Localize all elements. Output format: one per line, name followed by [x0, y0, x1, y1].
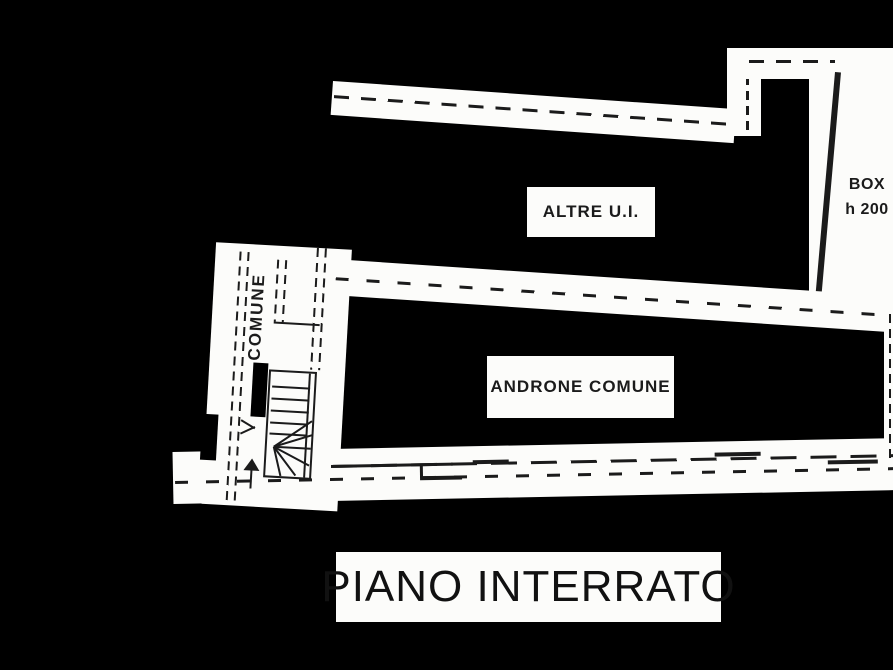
stair-direction-mark-stroke [239, 425, 256, 435]
stairwell-door-jamb-left-line [273, 259, 280, 322]
boundary-thick-segment [827, 459, 878, 465]
stairwell-right-wall-inner-line [310, 247, 319, 370]
boundary-upper-band [330, 81, 737, 144]
room-box-label: BOX [848, 176, 886, 193]
wall-line-right-edge [889, 314, 891, 460]
plan-title: PIANO INTERRATO [321, 562, 736, 611]
dashed-road-line-lower [175, 467, 893, 484]
stairwell-comune-label: COMUNE [244, 272, 269, 362]
dashed-wall-line-upper [333, 95, 730, 126]
stair-tread [271, 397, 310, 402]
room-androne-label: ANDRONE COMUNE [490, 377, 671, 396]
boundary-thick-segment [472, 459, 509, 465]
boundary-step-segment [420, 475, 463, 481]
dashed-wall-line-androne [335, 277, 891, 318]
wall-connector-line [746, 61, 749, 131]
stairwell-right-wall-outer-line [318, 248, 327, 371]
room-box-label-group: BOX h 200 [843, 172, 891, 222]
room-altre-ui-label: ALTRE U.I. [542, 202, 640, 221]
plan-title-box: PIANO INTERRATO [321, 552, 735, 622]
room-box: BOX h 200 [809, 68, 893, 318]
room-androne-label-box: ANDRONE COMUNE [487, 356, 674, 418]
room-box-height-label: h 200 [845, 201, 889, 218]
dashed-wall-line-topright [749, 60, 835, 63]
stair-direction-mark-icon [239, 419, 258, 435]
box-wall-line [813, 72, 841, 317]
stair-base-wall-line [332, 462, 453, 468]
stair-tread [272, 385, 311, 390]
stair-tread [270, 409, 309, 414]
stairwell-door-jamb-right-line [281, 260, 288, 323]
stairwell-void-patch [250, 362, 269, 418]
room-altre-ui-label-box: ALTRE U.I. [527, 187, 655, 237]
boundary-right-strip [884, 314, 893, 460]
